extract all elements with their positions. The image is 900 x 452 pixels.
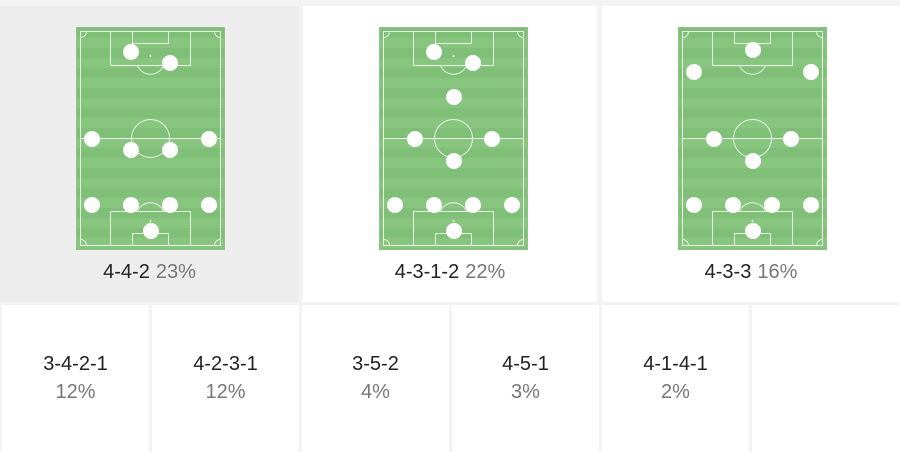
player-marker xyxy=(685,196,702,213)
player-marker xyxy=(161,141,178,158)
player-marker xyxy=(685,64,702,81)
pitch-diagram xyxy=(76,27,225,250)
player-marker xyxy=(725,196,742,213)
formation-card-4-5-1[interactable]: 4-5-1 3% xyxy=(452,305,599,452)
player-marker xyxy=(445,223,462,240)
formation-percent: 2% xyxy=(661,381,690,403)
player-marker xyxy=(763,196,780,213)
player-marker xyxy=(83,130,100,147)
formation-percent: 23% xyxy=(155,261,196,283)
player-marker xyxy=(445,152,462,169)
player-marker xyxy=(803,64,820,81)
formation-percent: 12% xyxy=(205,381,246,403)
player-marker xyxy=(407,130,424,147)
formation-percent: 22% xyxy=(465,261,506,283)
player-marker xyxy=(201,130,218,147)
empty-card xyxy=(752,305,900,452)
formation-name: 4-4-2 xyxy=(103,261,150,283)
player-marker xyxy=(445,88,462,105)
formation-percent: 3% xyxy=(511,381,540,403)
player-marker xyxy=(782,130,799,147)
formation-name: 4-5-1 xyxy=(502,353,549,375)
formation-card-4-1-4-1[interactable]: 4-1-4-1 2% xyxy=(602,305,749,452)
player-marker xyxy=(744,152,761,169)
formation-name: 4-1-4-1 xyxy=(643,353,708,375)
player-marker xyxy=(83,196,100,213)
player-marker xyxy=(504,196,521,213)
formation-name: 4-2-3-1 xyxy=(193,353,258,375)
formation-name: 4-3-1-2 xyxy=(394,261,460,283)
formation-name: 3-5-2 xyxy=(352,353,399,375)
formation-card-3-4-2-1[interactable]: 3-4-2-1 12% xyxy=(2,305,149,452)
formation-percent: 4% xyxy=(361,381,390,403)
formation-percent: 16% xyxy=(757,261,798,283)
pitch-diagram xyxy=(678,27,827,250)
player-marker xyxy=(161,196,178,213)
formation-percent: 12% xyxy=(55,381,96,403)
player-marker xyxy=(161,55,178,72)
player-marker xyxy=(464,196,481,213)
player-marker xyxy=(386,196,403,213)
player-marker xyxy=(426,44,443,61)
player-marker xyxy=(744,223,761,240)
formation-name: 4-3-3 xyxy=(704,261,752,283)
player-marker xyxy=(142,223,159,240)
player-marker xyxy=(706,130,723,147)
player-marker xyxy=(123,44,140,61)
player-marker xyxy=(483,130,500,147)
formation-name: 3-4-2-1 xyxy=(43,353,108,375)
player-marker xyxy=(426,196,443,213)
pitch-markings xyxy=(383,31,524,246)
player-marker xyxy=(123,196,140,213)
player-marker xyxy=(201,196,218,213)
pitch-diagram xyxy=(379,27,528,250)
player-marker xyxy=(464,55,481,72)
formation-card-4-2-3-1[interactable]: 4-2-3-1 12% xyxy=(152,305,299,452)
formation-card-3-5-2[interactable]: 3-5-2 4% xyxy=(302,305,449,452)
player-marker xyxy=(744,42,761,59)
pitch-markings xyxy=(682,31,823,246)
pitch-markings xyxy=(80,31,221,246)
player-marker xyxy=(803,196,820,213)
player-marker xyxy=(123,141,140,158)
